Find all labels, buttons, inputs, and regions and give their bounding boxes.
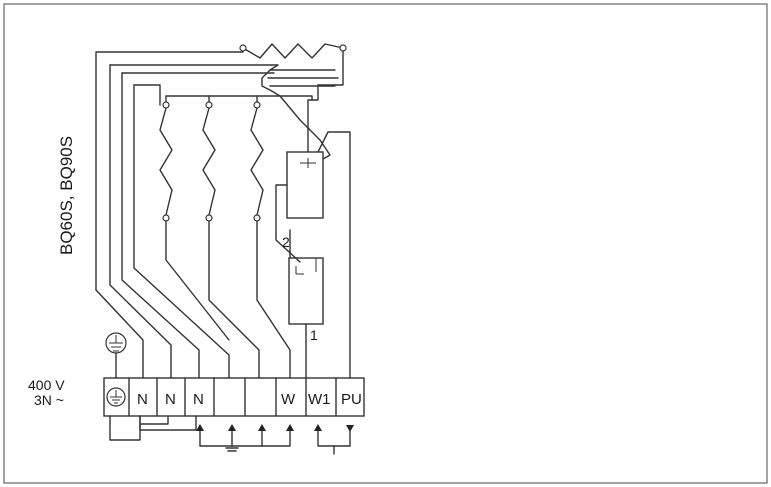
bottom-jumpers [109, 415, 354, 455]
arrow-up-3 [258, 424, 266, 431]
thermostat-box-top [286, 151, 324, 219]
terminal-block [103, 377, 365, 417]
arrow-up-5 [314, 424, 322, 431]
terminal-label-n2: N [165, 391, 176, 408]
thermostat-box-bottom [288, 257, 324, 325]
terminal-label-w1: W1 [308, 391, 331, 408]
terminal-label-pu: PU [341, 391, 362, 408]
arrow-up-4 [286, 424, 294, 431]
diagram-frame [3, 3, 768, 484]
switch-label-top: 2 [282, 234, 290, 250]
terminal-label-n3: N [193, 391, 204, 408]
wiring [95, 43, 351, 379]
model-label: BQ60S, BQ90S [57, 136, 76, 255]
arrow-up-1 [196, 424, 204, 431]
terminal-label-w: W [281, 391, 296, 408]
earth-icon [105, 332, 127, 379]
arrow-down-6 [346, 425, 354, 432]
supply-voltage-label: 400 V [28, 377, 65, 393]
earth-terminal-icon [106, 387, 126, 407]
switch-label-bottom: 1 [310, 327, 318, 343]
arrow-up-2 [228, 424, 236, 431]
terminal-label-n1: N [137, 391, 148, 408]
supply-phase-label: 3N ~ [34, 392, 64, 408]
